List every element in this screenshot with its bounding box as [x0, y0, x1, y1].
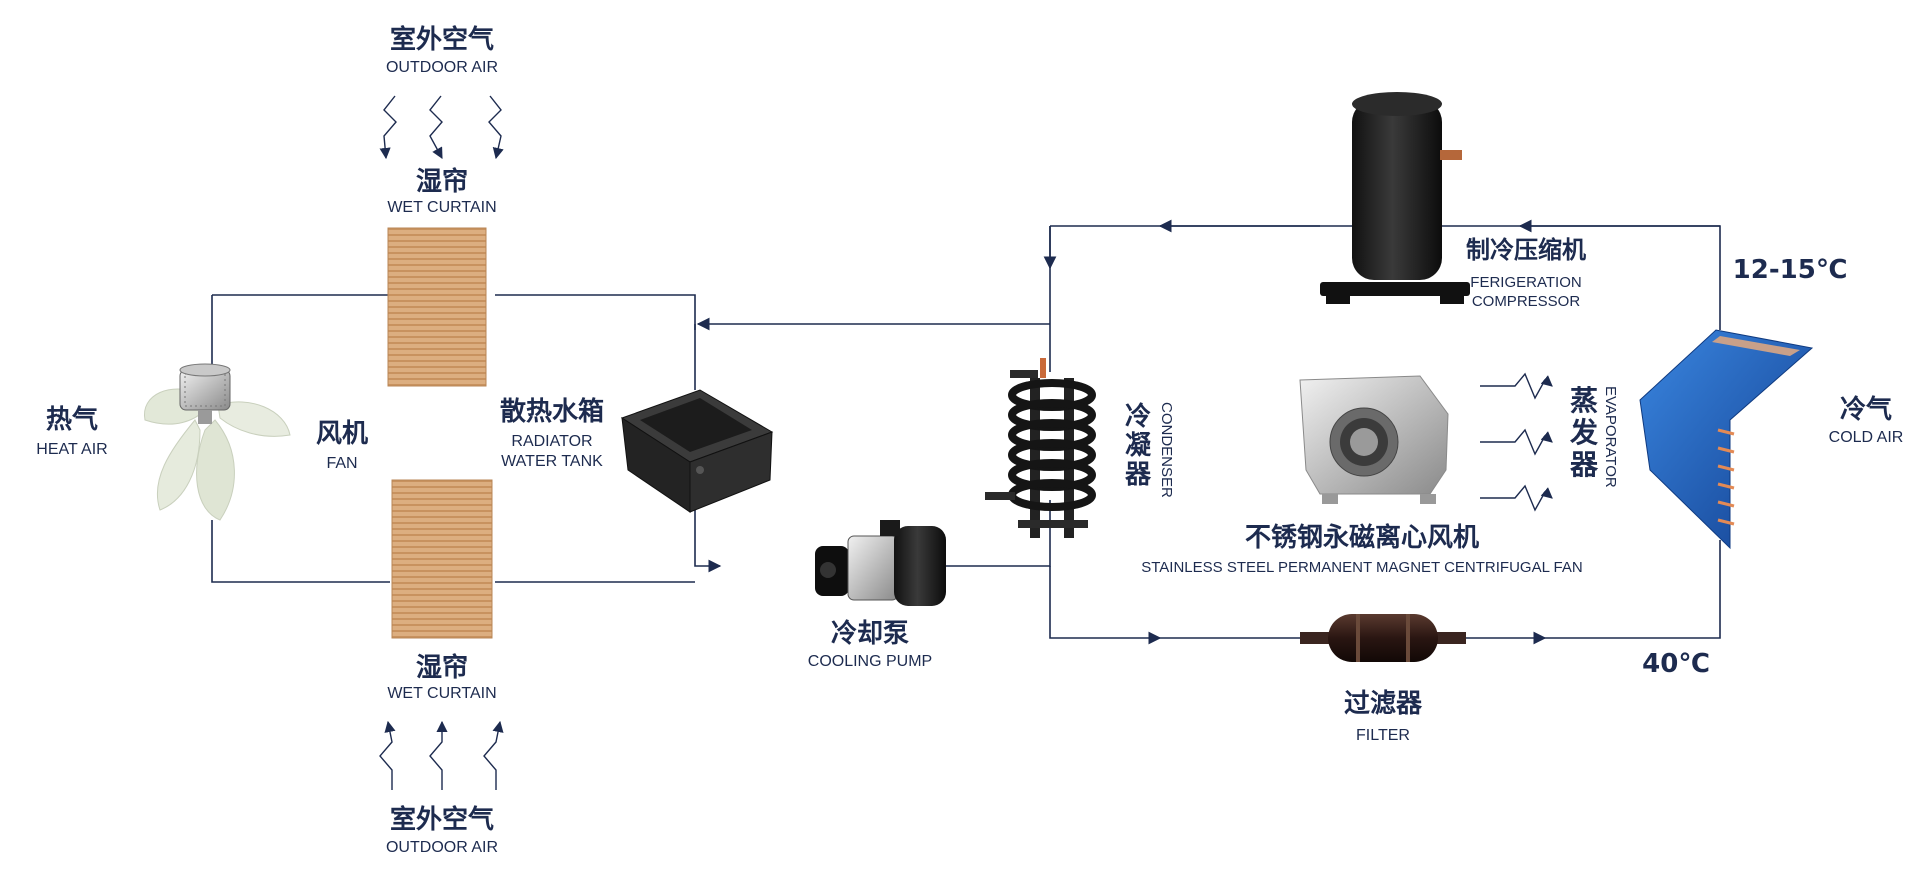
- outdoor-air-bottom-en: OUTDOOR AIR: [386, 839, 498, 856]
- fan-zh: 风机: [316, 419, 368, 449]
- condenser-zh-2: 凝: [1125, 431, 1152, 461]
- centrifugal-fan-zh: 不锈钢永磁离心风机: [1245, 522, 1479, 553]
- compressor-en-2: COMPRESSOR: [1472, 293, 1581, 310]
- flow-lines: [211, 219, 1721, 645]
- centrifugal-fan-en: STAINLESS STEEL PERMANENT MAGNET CENTRIF…: [1141, 559, 1582, 576]
- heat-air-zh: 热气: [46, 404, 98, 435]
- condenser-zh-3: 器: [1124, 460, 1152, 490]
- compressor-zh: 制冷压缩机: [1466, 236, 1586, 264]
- fan-en: FAN: [326, 455, 357, 472]
- filter-drier-icon: [1300, 614, 1466, 662]
- arrow-to-pump: [694, 500, 722, 573]
- cold-air-zh: 冷气: [1840, 394, 1892, 425]
- wet-curtain-pad-icon: [387, 227, 487, 387]
- wet-curtain-pad-icon: [391, 479, 493, 639]
- air-wave-arrows-evaporator: [1480, 372, 1553, 512]
- outdoor-air-top-en: OUTDOOR AIR: [386, 59, 498, 76]
- temp-high: 12-15℃: [1733, 255, 1848, 285]
- compressor-icon: [1320, 92, 1470, 304]
- cooling-pump-zh: 冷却泵: [831, 618, 909, 649]
- wet-curtain-bottom-zh: 湿帘: [416, 652, 468, 683]
- outdoor-air-bottom-zh: 室外空气: [390, 804, 494, 835]
- evaporator-zh-1: 蒸: [1570, 384, 1598, 417]
- outdoor-air-top-zh: 室外空气: [390, 24, 494, 55]
- radiator-tank-icon: [620, 389, 774, 513]
- compressor-en-1: FERIGERATION: [1470, 274, 1581, 291]
- filter-zh: 过滤器: [1344, 689, 1423, 719]
- cooling-pump-icon: [815, 520, 946, 606]
- radiator-en-2: WATER TANK: [501, 453, 603, 470]
- cold-air-en: COLD AIR: [1829, 429, 1904, 446]
- centrifugal-fan-icon: [1299, 375, 1449, 504]
- heat-air-en: HEAT AIR: [36, 441, 107, 458]
- arrow-to-filter: [1049, 566, 1162, 645]
- axial-fan-icon: [144, 363, 291, 521]
- condenser-en: CONDENSER: [1158, 402, 1175, 498]
- air-wave-arrows-top: [379, 95, 504, 160]
- evaporator-coil-icon: [1639, 329, 1814, 550]
- air-wave-arrows-bottom: [379, 720, 504, 790]
- condenser-coil-icon: [985, 358, 1096, 538]
- temp-low: 40℃: [1642, 649, 1710, 679]
- radiator-zh: 散热水箱: [500, 396, 604, 427]
- filter-en: FILTER: [1356, 727, 1410, 744]
- evaporator-en: EVAPORATOR: [1602, 386, 1619, 488]
- wet-curtain-bottom-en: WET CURTAIN: [387, 685, 496, 702]
- evaporator-zh-2: 发: [1569, 416, 1598, 449]
- cooling-pump-en: COOLING PUMP: [808, 653, 932, 670]
- wet-curtain-top-en: WET CURTAIN: [387, 199, 496, 216]
- radiator-en-1: RADIATOR: [511, 433, 592, 450]
- condenser-zh-1: 冷: [1125, 401, 1151, 432]
- evaporator-zh-3: 器: [1569, 448, 1599, 481]
- wet-curtain-top-zh: 湿帘: [416, 166, 468, 197]
